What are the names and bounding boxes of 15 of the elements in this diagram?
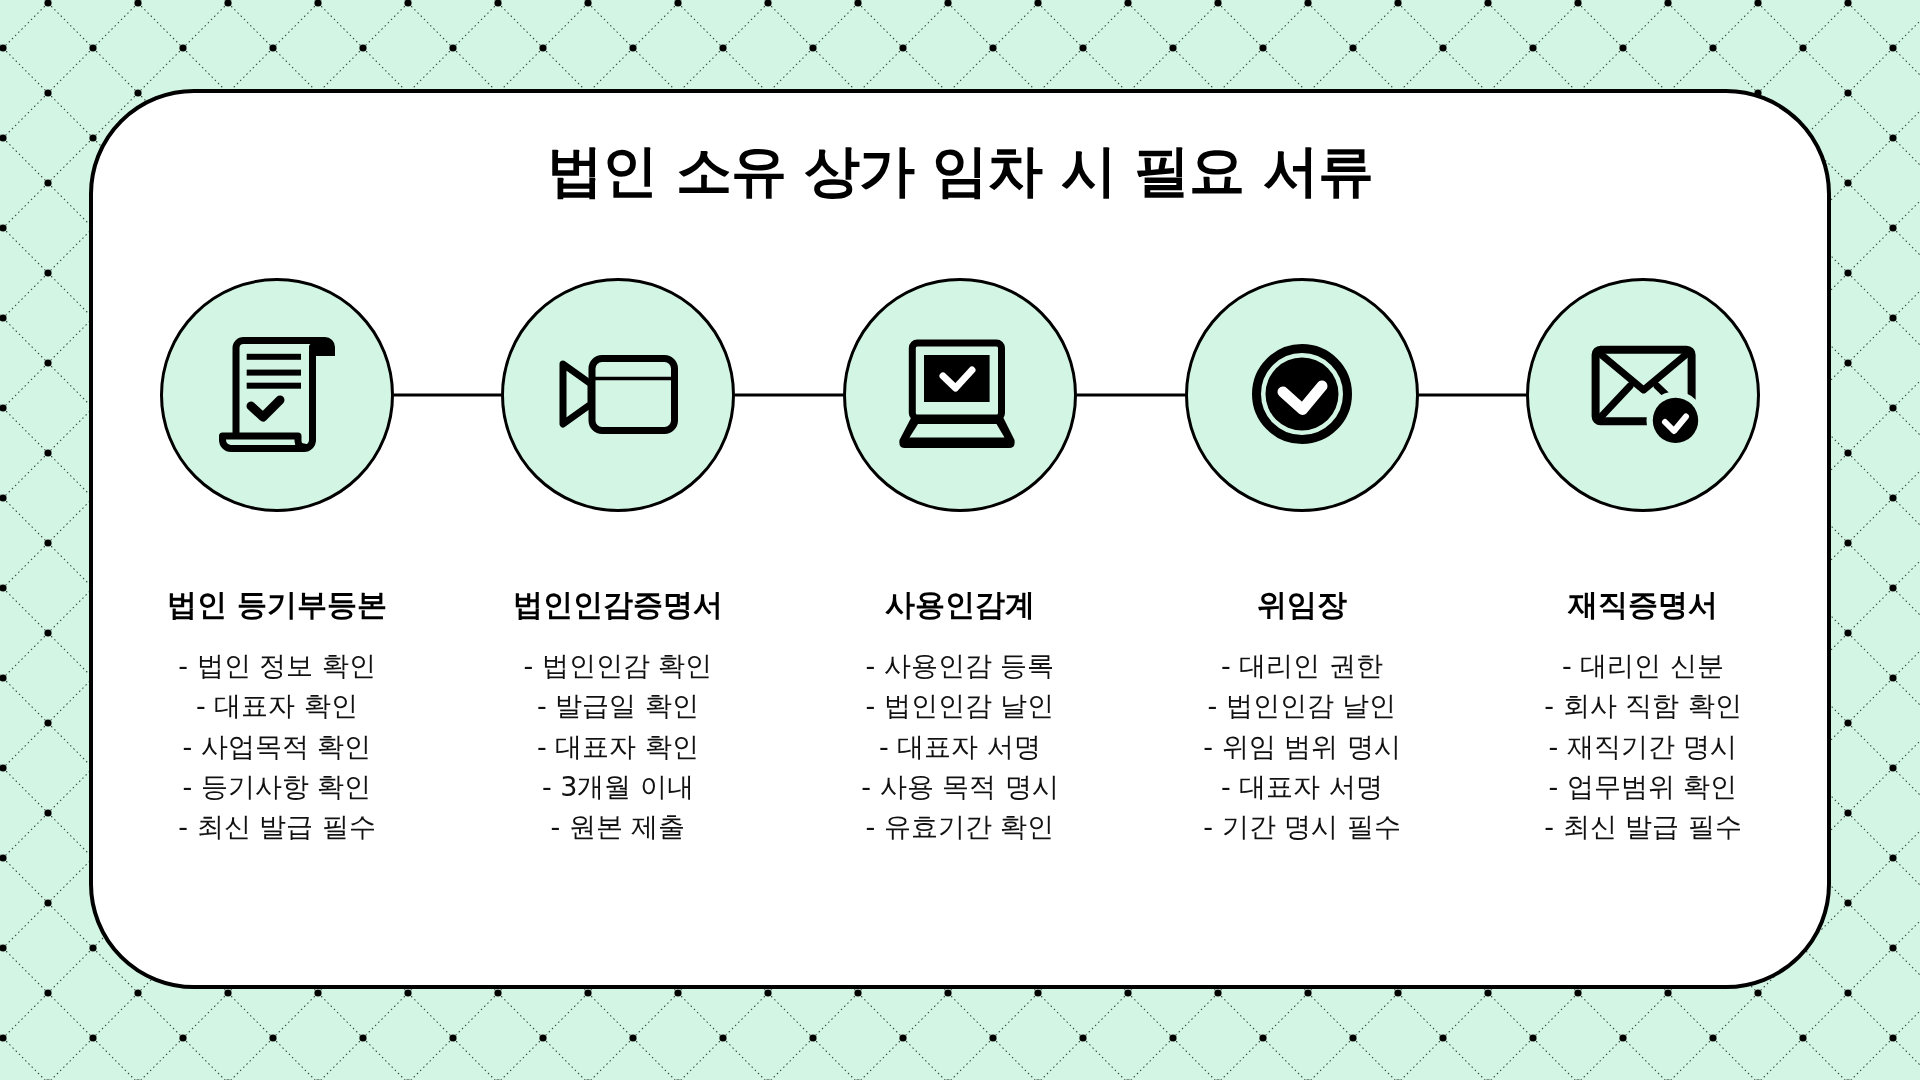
document-name: 법인 등기부등본 [166,586,388,623]
document-name: 법인인감증명서 [513,586,723,623]
connector-line [735,393,843,397]
requirement-list: - 대리인 신분 - 회사 직함 확인 - 재직기간 명시 - 업무범위 확인 - 최신 발급 필수 [1544,646,1742,848]
document-name: 위임장 [1257,586,1347,623]
document-name: 재직증명서 [1568,586,1718,623]
connector-line [1077,393,1185,397]
connector-line [1419,393,1526,397]
requirement-list: - 사용인감 등록 - 법인인감 날인 - 대표자 서명 - 사용 목적 명시 - 유효기간 확인 [861,646,1059,848]
connector-line [394,393,501,397]
requirement-list: - 대리인 권한 - 법인인감 날인 - 위임 범위 명시 - 대표자 서명 - 기간 명시 필수 [1203,646,1401,848]
requirement-list: - 법인 정보 확인 - 대표자 확인 - 사업목적 확인 - 등기사항 확인 - 최신 발급 필수 [178,646,376,848]
document-name: 사용인감계 [885,586,1035,623]
title: 법인 소유 상가 임차 시 필요 서류 [547,138,1373,204]
requirement-list: - 법인인감 확인 - 발급일 확인 - 대표자 확인 - 3개월 이내 - 원본 제출 [523,646,713,848]
